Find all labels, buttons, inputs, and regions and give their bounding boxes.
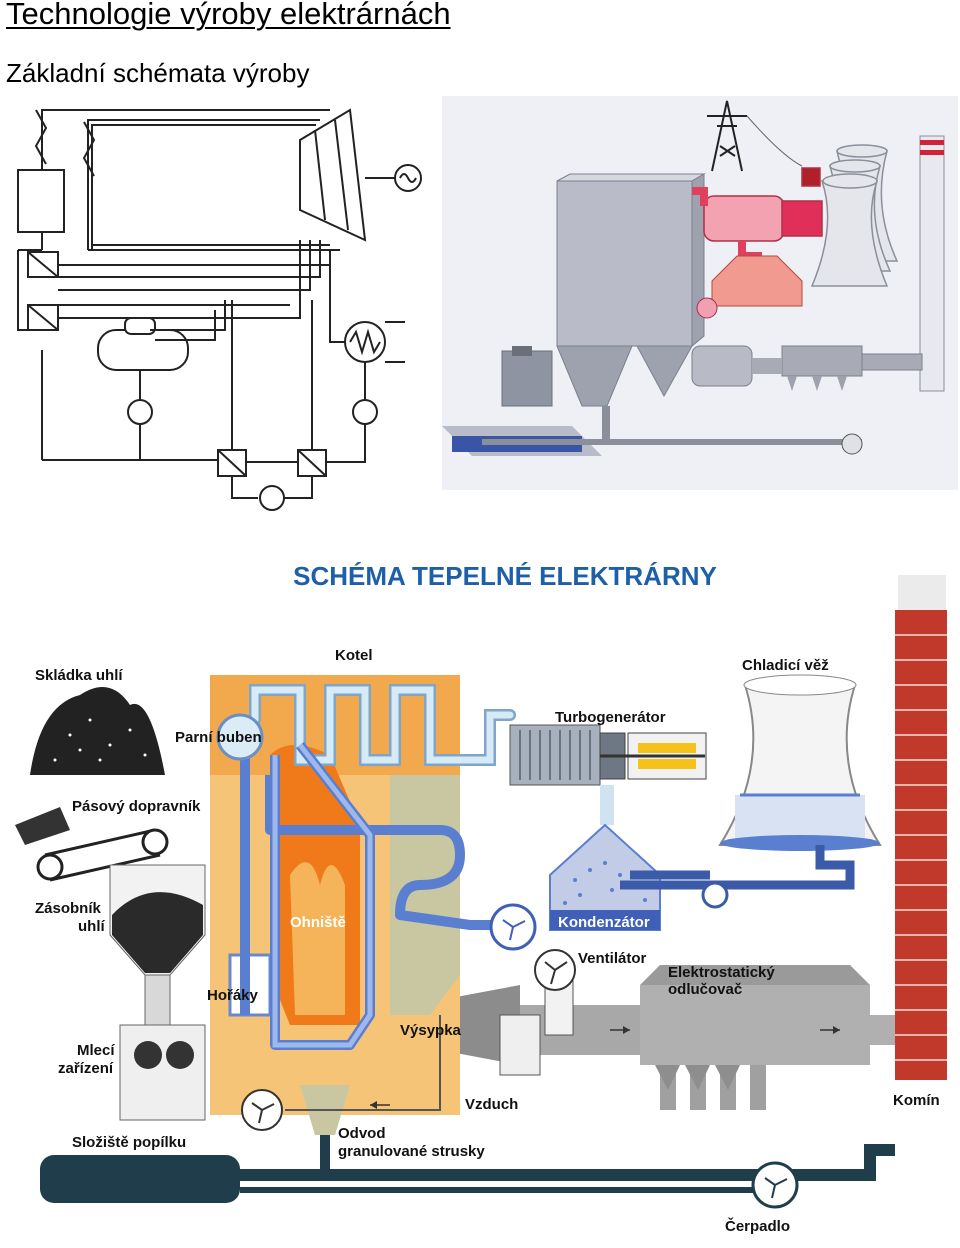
label-cooling-tower: Chladicí věž — [742, 657, 829, 674]
label-precipitator-line2: odlučovač — [668, 981, 742, 998]
coal-mill — [119, 1024, 206, 1121]
label-ash-storage: Složiště popílku — [72, 1134, 186, 1151]
label-bunker-line2: uhlí — [78, 918, 105, 935]
scheme-heading: SCHÉMA TEPELNÉ ELEKTRÁRNY — [293, 561, 717, 591]
label-precipitator-line1: Elektrostatický — [668, 964, 775, 981]
coal-bunker — [109, 864, 206, 1026]
label-mill-line2: zařízení — [58, 1060, 114, 1077]
label-conveyor: Pásový dopravník — [72, 798, 201, 815]
plant-illustration — [442, 96, 958, 490]
label-coal-pile: Skládka uhlí — [35, 667, 123, 684]
air-fan — [241, 1015, 441, 1131]
chimney — [895, 575, 947, 1080]
cooling-tower — [620, 674, 882, 909]
label-air: Vzduch — [465, 1096, 518, 1113]
ash-pipeline — [40, 1135, 895, 1209]
label-fan: Ventilátor — [578, 950, 647, 967]
label-hopper: Výsypka — [400, 1022, 462, 1039]
page-title: Technologie výroby elektrárnách — [6, 0, 451, 31]
label-slag-line2: granulované strusky — [338, 1143, 485, 1160]
conveyor — [15, 807, 169, 882]
thermal-plant-scheme: SCHÉMA TEPELNÉ ELEKTRÁRNY — [0, 545, 960, 1243]
label-burners: Hořáky — [207, 987, 259, 1004]
label-slag-line1: Odvod — [338, 1125, 386, 1142]
condenser — [549, 785, 661, 931]
page-subtitle: Základní schémata výroby — [6, 58, 310, 88]
label-condenser: Kondenzátor — [558, 914, 650, 931]
fan — [499, 949, 576, 1076]
coal-pile — [30, 687, 165, 775]
label-furnace: Ohniště — [290, 914, 346, 931]
steam-drum — [216, 713, 264, 761]
label-boiler: Kotel — [335, 647, 373, 664]
label-turbogenerator: Turbogenerátor — [555, 709, 666, 726]
label-bunker-line1: Zásobník — [35, 900, 102, 917]
line-schematic — [0, 100, 436, 530]
label-steam-drum: Parní buben — [175, 729, 262, 746]
turbogenerator — [509, 724, 707, 786]
label-mill-line1: Mlecí — [77, 1042, 115, 1059]
condensate-pump — [489, 903, 537, 951]
label-pump: Čerpadlo — [725, 1217, 790, 1235]
label-chimney: Komín — [893, 1092, 940, 1109]
